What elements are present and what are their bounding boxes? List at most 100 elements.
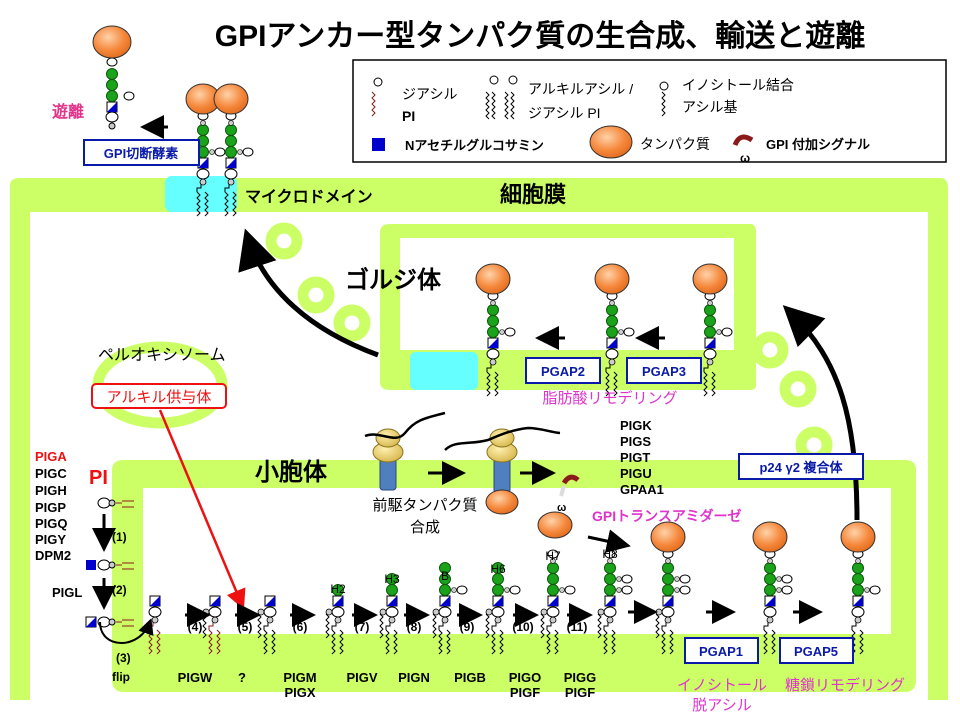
omega-site-label: ω <box>557 502 566 514</box>
step-9-label: (9) <box>460 620 475 634</box>
golgi-gpi-protein-3 <box>692 263 733 397</box>
golgi-gpi-protein-1 <box>475 263 516 397</box>
legend-inositol-acyl-label-2: アシル基 <box>682 99 737 115</box>
pgap2-label: PGAP2 <box>541 364 585 379</box>
golgi-label: ゴルジ体 <box>345 266 442 294</box>
legend-diacyl-pi-label: ジアシル <box>402 86 457 102</box>
protein-icon <box>589 125 633 159</box>
gene-pigy: PIGY <box>35 532 66 547</box>
microdomain-raft <box>165 176 237 212</box>
p24-complex-box <box>738 453 864 480</box>
transamidase-label: GPIトランスアミダーゼ <box>592 508 742 524</box>
inositol-deacylation-label-2: 脱アシル <box>692 697 751 714</box>
step-5-label: (5) <box>238 620 253 634</box>
step-gene-unknown: ? <box>238 670 246 685</box>
microdomain-label: マイクロドメイン <box>245 188 373 206</box>
released-gpi-protein <box>92 25 135 130</box>
intermediate-label-h2: H2 <box>330 582 346 596</box>
step-gene-pigb: PIGB <box>454 670 486 685</box>
transamidase-arrow <box>587 529 631 553</box>
legend-protein-label: タンパク質 <box>640 136 710 152</box>
release-label: 遊離 <box>52 102 84 121</box>
step-4-label: (4) <box>188 620 203 634</box>
gene-gpaa1: GPAA1 <box>620 482 664 497</box>
page-title: GPIアンカー型タンパク質の生合成、輸送と遊離 <box>215 19 865 53</box>
plasma-membrane <box>10 176 948 700</box>
flip-label: flip <box>112 670 130 684</box>
golgi-to-pm-arrow <box>238 228 379 358</box>
gpi-cleavage-enzyme-box <box>83 139 200 166</box>
step-gene-pigg: PIGG <box>564 670 597 685</box>
gpi-cleavage-enzyme-label: GPI切断酵素 <box>104 146 178 161</box>
step1-genes: PIGA PIGC PIGH PIGP PIGQ PIGY DPM2 <box>35 449 71 563</box>
gpi-protein-glycan-remodeled <box>840 521 881 655</box>
pgap5-box <box>779 637 854 664</box>
peroxisome-label: ペルオキシソーム <box>98 347 226 364</box>
golgi-microdomain <box>410 352 478 390</box>
gpi-intermediate-h2 <box>325 584 345 655</box>
gene-pigh: PIGH <box>35 483 67 498</box>
gene-pigt: PIGT <box>620 450 650 465</box>
gene-pigc: PIGC <box>35 466 67 481</box>
transamidase-genes: PIGK PIGS PIGT PIGU GPAA1 <box>620 418 664 497</box>
step-gene-pigf: PIGF <box>510 685 540 700</box>
precursor-caption-2: 合成 <box>410 519 440 536</box>
er-to-golgi-arrow <box>782 305 860 521</box>
intermediate-label-h6: H6 <box>490 562 506 576</box>
legend-diacyl-pi-icon <box>371 77 383 117</box>
precursor-caption: 前駆タンパク質 <box>372 496 477 514</box>
inositol-deacylation-label: イノシトール <box>677 677 767 694</box>
er-label: 小胞体 <box>255 458 328 486</box>
intermediate-label-h8: H8 <box>602 547 618 561</box>
step-8-label: (8) <box>407 620 422 634</box>
legend-alkylacyl-pi-icon <box>485 75 518 120</box>
pgap3-label: PGAP3 <box>642 364 686 379</box>
pgap3-box <box>626 357 702 384</box>
step-2-label: (2) <box>112 583 127 597</box>
gpi-intermediate-h8 <box>597 549 633 655</box>
step-gene-pigw: PIGW <box>178 670 213 685</box>
step-gene-pign: PIGN <box>398 670 430 685</box>
fatty-acid-remodeling-label: 脂肪酸リモデリング <box>542 389 677 407</box>
step-6-label: (6) <box>293 620 308 634</box>
step-gene-pigm: PIGM <box>283 670 316 685</box>
alkyl-donor-arrow <box>158 409 246 610</box>
step-gene-pigo: PIGO <box>509 670 542 685</box>
alkyl-donor-box <box>91 383 227 409</box>
intermediate-label-b: B <box>441 569 449 583</box>
gene-pigl: PIGL <box>52 585 82 600</box>
gpi-molecules <box>85 25 881 655</box>
signal-stub <box>559 485 566 497</box>
gene-dpm2: DPM2 <box>35 548 71 563</box>
vesicles <box>265 222 833 464</box>
gpi-protein-deacylated <box>752 521 793 655</box>
gpi-signal-peptide <box>561 474 580 485</box>
gpi-intermediate-h7 <box>540 549 576 655</box>
legend-diacyl-pi-label-2: PI <box>402 108 415 124</box>
glcnac-icon <box>372 138 385 151</box>
pgap2-box <box>525 357 601 384</box>
legend-alkylacyl-label: アルキルアシル / <box>528 81 633 97</box>
intermediate-label-h7: H7 <box>545 549 561 563</box>
legend-inositol-acyl-label: イノシトール結合 <box>682 77 794 93</box>
step-10-label: (10) <box>512 620 533 634</box>
step-gene-pigx: PIGX <box>284 685 315 700</box>
gpi-intermediate-step5 <box>257 595 277 655</box>
legend-glcnac-label: Nアセチルグルコサミン <box>405 138 544 153</box>
step-3-label: (3) <box>116 651 131 665</box>
golgi-membrane <box>380 224 756 390</box>
pgap1-label: PGAP1 <box>699 644 743 659</box>
step-11-label: (11) <box>567 620 588 634</box>
gpi-intermediate-step3 <box>148 595 162 655</box>
pgap1-box <box>684 637 759 664</box>
ribosome-translocon-1 <box>364 411 446 491</box>
legend: ジアシル PI アルキルアシル / ジアシル PI イノシトール結合 アシル基 … <box>352 59 947 165</box>
pgap5-label: PGAP5 <box>794 644 838 659</box>
p24-complex-label: p24 γ2 複合体 <box>759 460 843 475</box>
intermediate-label-h3: H3 <box>384 572 400 586</box>
plasma-membrane-label: 細胞膜 <box>500 182 566 207</box>
gene-pigs: PIGS <box>620 434 651 449</box>
pi-intermediate <box>86 559 134 571</box>
